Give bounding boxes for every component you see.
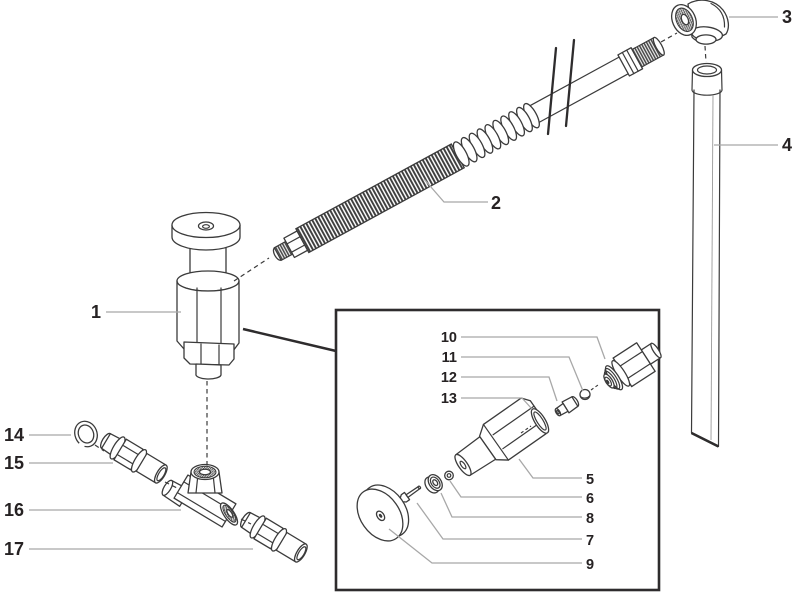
callout-7: 7 (586, 533, 594, 549)
callout-14: 14 (4, 425, 24, 445)
leader-lines (29, 16, 778, 564)
part-3-elbow-fitting (670, 0, 730, 45)
part-2-suction-hose (272, 36, 665, 262)
callout-16: 16 (4, 500, 24, 520)
part-9-disc-and-part-7-needle (356, 484, 422, 542)
part-5-valve-body (454, 397, 548, 477)
part-6-washer (444, 470, 454, 481)
inset-box (334, 308, 661, 592)
callout-11: 11 (442, 350, 457, 366)
callout-15: 15 (4, 453, 24, 473)
part-4-siphon-tube (690, 62, 723, 448)
callout-labels: 1 2 3 4 14 15 16 17 10 11 12 13 5 6 8 7 … (4, 7, 792, 573)
hose-loose-coils (452, 102, 540, 167)
callout-10: 10 (441, 330, 457, 346)
part-15-union-fitting (95, 427, 172, 488)
callout-2: 2 (491, 193, 501, 213)
callout-6: 6 (586, 491, 594, 507)
part-8-nut (424, 474, 443, 494)
part-14-retaining-clip (74, 420, 98, 449)
part-11-ball (579, 388, 591, 401)
hose-smooth-tube (525, 56, 630, 125)
callout-3: 3 (782, 7, 792, 27)
part-13-o-ring (530, 408, 550, 434)
callout-17: 17 (4, 539, 24, 559)
callout-12: 12 (441, 370, 457, 386)
alignment-dashed-lines (94, 32, 707, 525)
callout-4: 4 (782, 135, 792, 155)
hose-coil-guard (294, 143, 466, 254)
callout-9: 9 (586, 557, 594, 573)
part-1-relief-valve (171, 211, 241, 380)
part-12-seat-insert (554, 395, 580, 417)
break-marks (546, 38, 576, 136)
part-10-outlet-fitting (603, 342, 662, 391)
part-17-union-fitting (235, 506, 312, 567)
callout-5: 5 (586, 472, 594, 488)
valve-hex-body (176, 280, 240, 352)
callout-13: 13 (441, 391, 457, 407)
callout-8: 8 (586, 511, 594, 527)
callout-1: 1 (91, 302, 101, 322)
inset-dashed-lines (520, 384, 599, 434)
inset-connector-line (242, 327, 337, 353)
part-16-tee-fitting (161, 463, 239, 528)
